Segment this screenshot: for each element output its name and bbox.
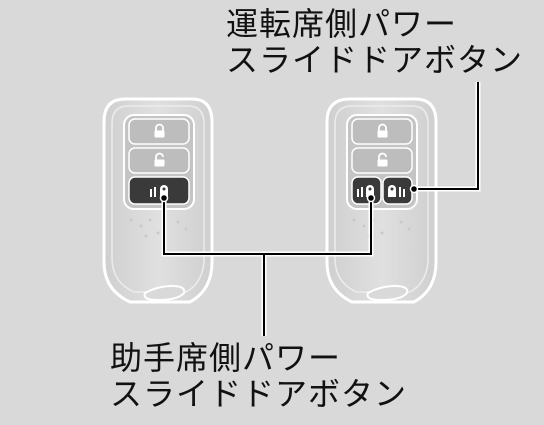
lock-icon — [377, 123, 388, 138]
left-key-fob — [102, 97, 214, 304]
passenger-pointer-dot-right — [366, 193, 376, 203]
passenger-leader-line — [163, 199, 372, 336]
lock-icon — [154, 123, 165, 138]
right-key-fob — [325, 97, 438, 304]
left-fob-inner-outline — [111, 105, 205, 293]
passenger-slide-door-icon — [150, 185, 168, 197]
driver-slide-door-icon — [388, 185, 405, 197]
leader-lines — [159, 82, 481, 336]
driver-label-line1: 運転席側パワー — [226, 5, 458, 43]
passenger-pointer-dot-left — [159, 193, 169, 203]
right-fob-inner-outline — [334, 105, 429, 293]
left-key-slot — [143, 284, 186, 302]
driver-leader-line — [415, 82, 479, 190]
passenger-label-line2: スライドドアボタン — [110, 375, 408, 413]
passenger-label-line1: 助手席側パワー — [110, 339, 342, 377]
left-passenger-slide-door-button[interactable] — [128, 176, 190, 205]
passenger-slide-door-button-label: 助手席側パワー スライドドアボタン — [110, 340, 407, 412]
unlock-icon — [154, 152, 165, 167]
driver-pointer-dot — [409, 184, 419, 194]
right-driver-slide-door-button[interactable] — [382, 176, 413, 205]
unlock-icon — [377, 152, 388, 167]
right-key-slot — [366, 284, 409, 302]
driver-label-line2: スライドドアボタン — [226, 41, 524, 79]
left-fob-dots — [129, 218, 188, 238]
driver-slide-door-button-label: 運転席側パワー スライドドアボタン — [226, 6, 523, 78]
